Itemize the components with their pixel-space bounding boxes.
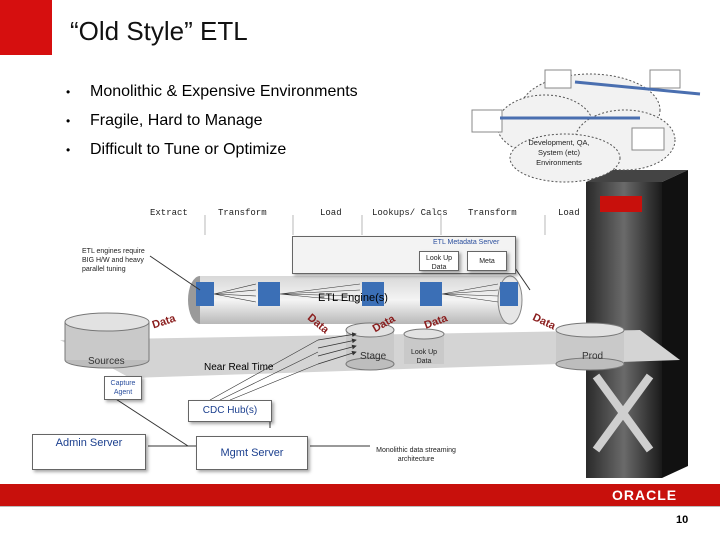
etl-metadata-server: ETL Metadata Server Look Up Data Meta <box>292 236 516 274</box>
cdc-hub-box: CDC Hub(s) <box>188 400 272 422</box>
stage-lookups: Lookups/ Calcs <box>372 208 448 218</box>
cloud-label: Development, QA, System (etc) Environmen… <box>528 138 590 167</box>
metadata-lookup-box: Look Up Data <box>419 251 459 271</box>
bullet-item: • Monolithic & Expensive Environments <box>66 83 358 101</box>
cloud-icon <box>471 69 701 183</box>
oracle-logo: ORACLE <box>612 487 678 503</box>
bullet-marker: • <box>66 84 71 99</box>
footer-bar <box>0 484 720 506</box>
etl-engine-pipe <box>188 275 523 325</box>
bullet-text: Fragile, Hard to Manage <box>90 112 263 129</box>
lookup-database-icon <box>403 328 445 364</box>
stage-transform-2: Transform <box>468 208 517 218</box>
mgmt-server-box: Mgmt Server <box>196 436 308 470</box>
sources-label: Sources <box>88 356 125 367</box>
bullet-text: Difficult to Tune or Optimize <box>90 141 287 158</box>
sources-database-icon <box>64 312 150 369</box>
prod-database-icon <box>555 322 625 371</box>
slide-title: “Old Style” ETL <box>70 16 248 46</box>
metadata-meta-box: Meta <box>467 251 507 271</box>
bullet-marker: • <box>66 113 71 128</box>
bullet-marker: • <box>66 142 71 157</box>
stage-label: Stage <box>360 351 387 362</box>
admin-server-box: Admin Server <box>32 434 146 470</box>
bullet-item: • Fragile, Hard to Manage <box>66 112 263 130</box>
stage-load: Load <box>320 208 342 218</box>
bullet-item: • Difficult to Tune or Optimize <box>66 141 286 159</box>
stage-extract: Extract <box>150 208 188 218</box>
title-accent-block <box>0 0 52 55</box>
page-number: 10 <box>676 514 689 526</box>
prod-label: Prod <box>582 351 604 362</box>
etl-metadata-server-label: ETL Metadata Server <box>433 239 500 246</box>
stage-load-2: Load <box>558 208 580 218</box>
etl-engine-label: ETL Engine(s) <box>318 292 388 304</box>
bullet-text: Monolithic & Expensive Environments <box>90 83 358 100</box>
capture-agent-box: Capture Agent <box>104 376 142 400</box>
etl-note: ETL engines require BIG H/W and heavy pa… <box>82 248 145 274</box>
lookup-label: Look Up Data <box>410 349 438 366</box>
footer-divider <box>0 506 720 507</box>
streaming-note: Monolithic data streaming architecture <box>376 447 456 464</box>
stage-transform: Transform <box>218 208 267 218</box>
near-real-time-label: Near Real Time <box>204 362 274 373</box>
